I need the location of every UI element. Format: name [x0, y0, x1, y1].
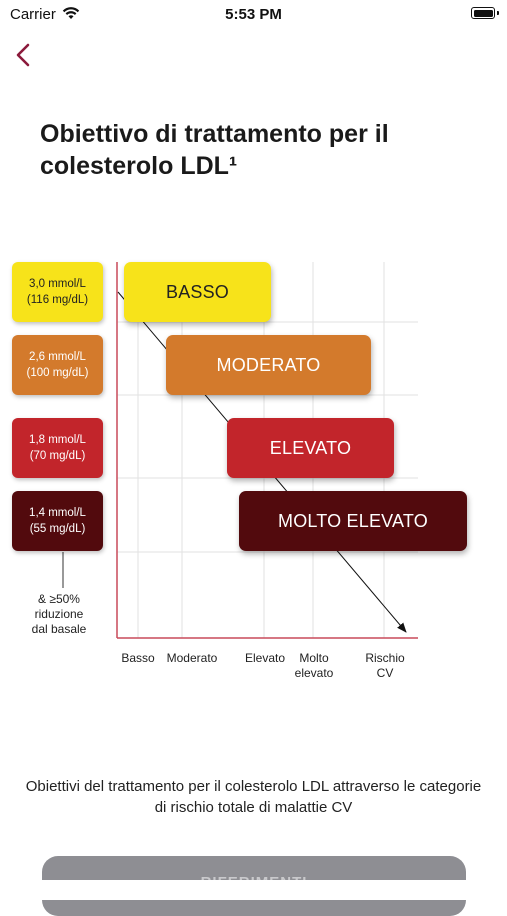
status-bar: Carrier 5:53 PM — [0, 0, 507, 30]
battery-icon — [471, 7, 495, 19]
page-title: Obiettivo di trattamento per il colester… — [40, 120, 389, 180]
risk-box-elevato: ELEVATO — [227, 418, 394, 478]
back-button[interactable] — [10, 38, 40, 72]
x-axis-label-basso: Basso — [121, 651, 155, 665]
ldl-target-3-0: 3,0 mmol/L (116 mg/dL) — [12, 262, 103, 322]
bottom-mask — [0, 880, 507, 900]
reduction-note: & ≥50% riduzione dal basale — [31, 592, 87, 636]
wifi-icon — [62, 7, 80, 19]
x-axis-label-elevato: Elevato — [244, 651, 286, 665]
risk-box-moderato: MODERATO — [166, 335, 371, 395]
chevron-left-icon — [16, 43, 30, 67]
x-axis-label-molto-elevato: Molto elevato — [294, 651, 334, 680]
ldl-target-1-4: 1,4 mmol/L (55 mg/dL) — [12, 491, 103, 551]
risk-box-molto-elevato: MOLTO ELEVATO — [239, 491, 467, 551]
clock: 5:53 PM — [225, 6, 282, 23]
battery-tip — [497, 11, 499, 15]
chart-caption: Obiettivi del trattamento per il coleste… — [25, 778, 482, 816]
x-axis-label-rischio-cv: Rischio CV — [365, 651, 405, 680]
carrier-label: Carrier — [10, 6, 56, 23]
x-axis-label-moderato: Moderato — [166, 651, 218, 665]
risk-box-basso: BASSO — [124, 262, 271, 322]
ldl-target-2-6: 2,6 mmol/L (100 mg/dL) — [12, 335, 103, 395]
ldl-target-1-8: 1,8 mmol/L (70 mg/dL) — [12, 418, 103, 478]
